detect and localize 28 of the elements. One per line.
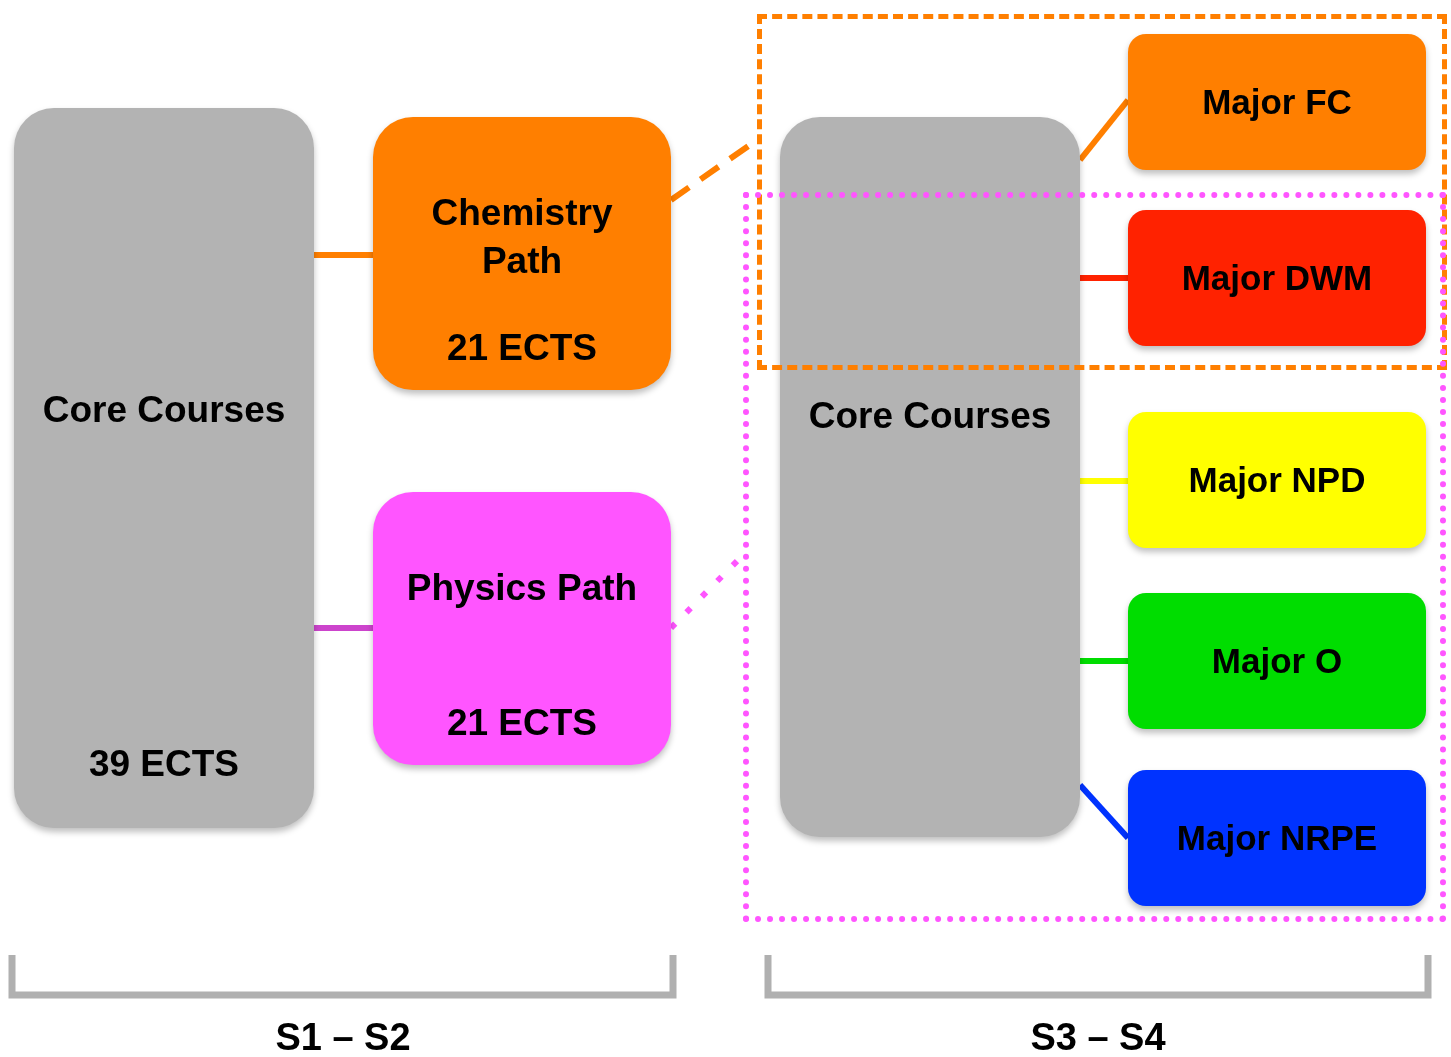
major-box [1128, 210, 1426, 346]
box-title: Major FC [1202, 81, 1352, 124]
major-box [1128, 34, 1426, 170]
course-block [780, 117, 1080, 837]
major-box [1128, 770, 1426, 906]
box-title: Major NPD [1188, 459, 1366, 502]
box-title: Chemistry Path [430, 191, 614, 284]
connector-line [314, 252, 373, 258]
path-box [373, 492, 671, 765]
path-box [373, 117, 671, 390]
connector-line [1080, 275, 1128, 281]
connector-line [1080, 478, 1128, 484]
box-title: Major NRPE [1176, 817, 1378, 860]
credit-label: 39 ECTS [88, 741, 240, 786]
semester-label: S1 – S2 [275, 1018, 411, 1056]
credit-label: 21 ECTS [446, 700, 598, 745]
credit-label: 21 ECTS [446, 325, 598, 370]
box-title: Core Courses [41, 388, 287, 432]
box-title: Major DWM [1181, 257, 1373, 300]
box-title: Physics Path [405, 566, 639, 610]
major-box [1128, 593, 1426, 729]
major-box [1128, 412, 1426, 548]
box-title: Major O [1211, 640, 1343, 683]
connector-line [1080, 658, 1128, 664]
course-block [14, 108, 314, 828]
connector-line [314, 625, 373, 631]
box-title: Core Courses [807, 394, 1053, 438]
semester-label: S3 – S4 [1030, 1018, 1166, 1056]
